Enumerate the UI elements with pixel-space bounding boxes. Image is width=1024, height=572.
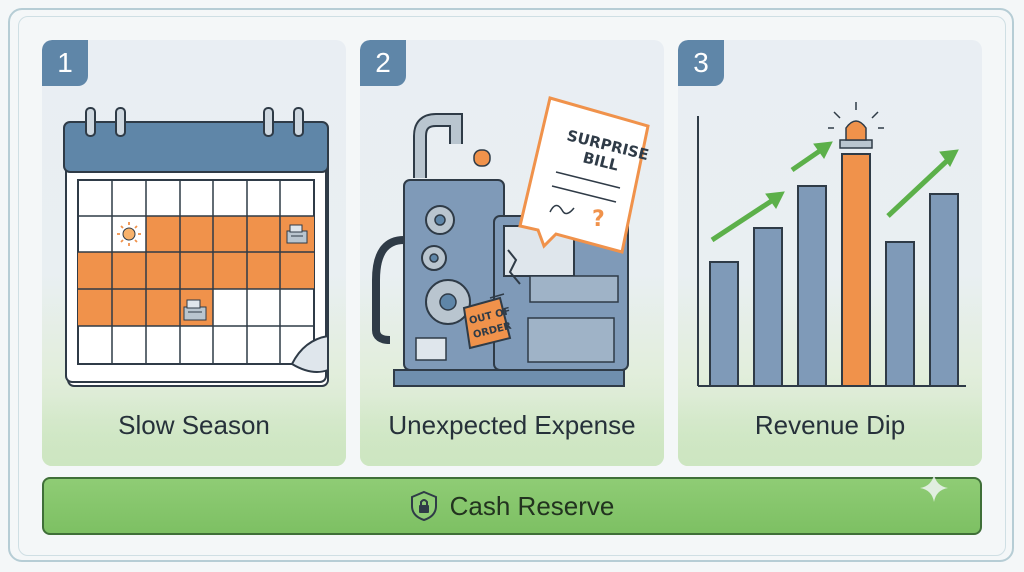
panel-revenue-dip: 3 Revenue Dip	[678, 40, 982, 466]
panel-title: Slow Season	[118, 410, 270, 440]
alarm-light-icon	[828, 102, 884, 149]
cash-reserve-label: Cash Reserve	[449, 490, 615, 521]
shield-lock-icon	[410, 490, 437, 522]
surprise-bill-icon: SURPRISE BILL ?	[518, 96, 651, 254]
step-number-badge: 3	[678, 40, 724, 86]
inner-frame	[18, 16, 1006, 556]
background-hill	[678, 396, 982, 466]
cash-register-icon	[183, 299, 207, 321]
broken-machine-icon: SURPRISE BILL ? OUT OF ORDER	[372, 96, 651, 387]
sparkle-icon	[920, 474, 948, 502]
calendar-icon	[63, 107, 329, 387]
up-arrow-icon	[790, 141, 833, 173]
out-of-order-tag: OUT OF ORDER	[462, 293, 513, 350]
cash-reserve-bar: Cash Reserve	[42, 477, 982, 535]
panel-title: Revenue Dip	[754, 410, 906, 440]
cash-register-icon	[286, 224, 308, 244]
up-arrow-icon	[886, 149, 959, 218]
background-hill	[42, 396, 346, 466]
background-hill	[360, 396, 664, 466]
step-number-badge: 1	[42, 40, 88, 86]
bar-chart-icon	[697, 102, 966, 387]
question-mark: ?	[592, 207, 605, 232]
panel-unexpected-expense: SURPRISE BILL ? OUT OF ORDER 2 Unexpecte…	[360, 40, 664, 466]
outer-frame	[8, 8, 1014, 562]
up-arrow-icon	[710, 191, 785, 243]
step-number-badge: 2	[360, 40, 406, 86]
sun-icon	[117, 222, 141, 246]
panel-title: Unexpected Expense	[388, 410, 636, 440]
panel-slow-season: 1 Slow Season	[42, 40, 346, 466]
